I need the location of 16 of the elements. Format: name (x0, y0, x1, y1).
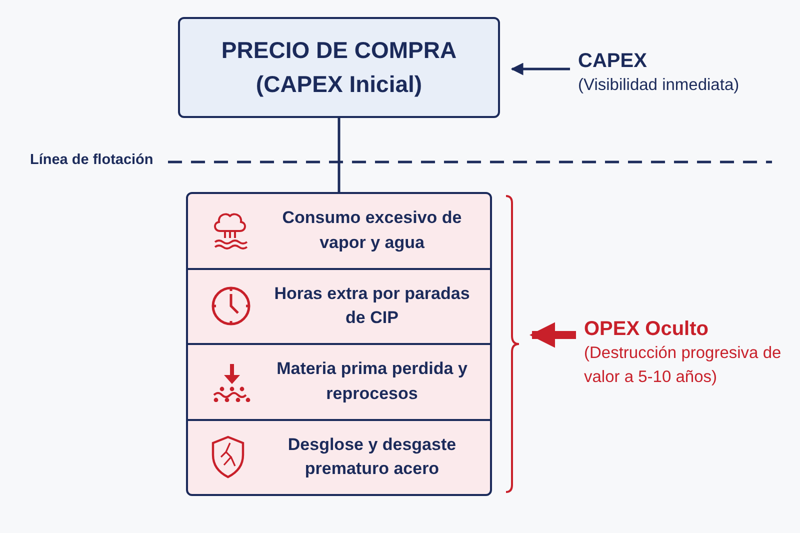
arrow (529, 322, 576, 348)
row-text: Materia prima perdida y reprocesos (276, 358, 468, 405)
price-box (178, 17, 500, 118)
side-note: (Destrucción progresiva de valor a 5-10 años) (584, 343, 782, 388)
row-text: Desglose y desgaste prematuro acero (286, 434, 458, 480)
arrow (510, 62, 570, 76)
row-text: Horas extra por paradas de CIP (273, 282, 471, 330)
price-title: PRECIO DE COMPRA (CAPEX Inicial) (220, 36, 458, 99)
row-text: Consumo excesivo de vapor y agua (281, 207, 463, 254)
connector-line (338, 118, 340, 192)
cost-stack-box (186, 192, 492, 496)
side-note: (Visibilidad inmediata) (578, 75, 740, 96)
side-heading: OPEX Oculto (584, 317, 710, 342)
waterline-label: Línea de flotación (30, 152, 154, 168)
curly-brace (504, 195, 520, 493)
side-heading: CAPEX (578, 49, 648, 74)
